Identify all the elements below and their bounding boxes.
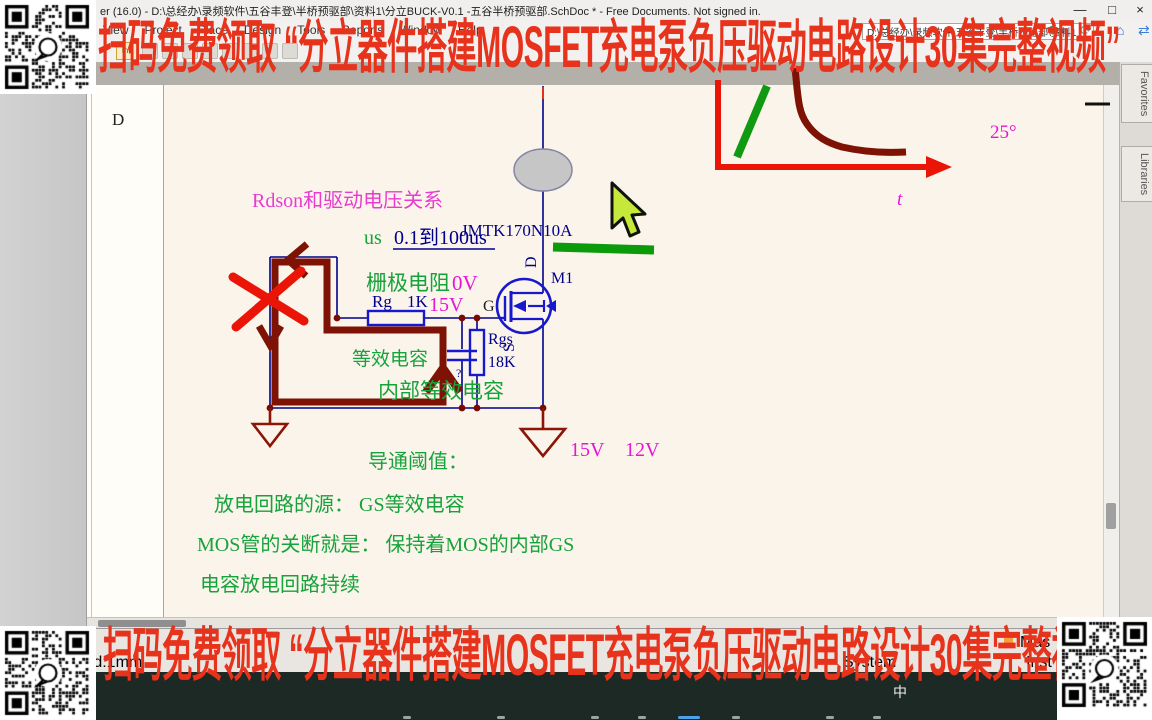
left-gray-panel [0, 85, 87, 628]
v0-label: 0V [452, 271, 478, 295]
qr-code-bottom-right [1057, 617, 1152, 720]
refresh-secondary-icon[interactable]: ⟳ [1080, 22, 1092, 38]
promo-overlay-top: 扫码免费领取 “分立器件搭建MOSFET充电泵负压驱动电路设计30集完整视频” [98, 15, 1120, 80]
mos-off-note: MOS管的关断就是： 保持着MOS的内部GS [197, 533, 574, 556]
vertical-scrollbar-thumb[interactable] [1106, 503, 1116, 529]
loop-arrow-up-icon [422, 361, 464, 395]
menu-window[interactable]: Window [399, 23, 442, 37]
taskbar-running-indicator [591, 716, 599, 719]
horizontal-scrollbar[interactable] [87, 617, 1103, 629]
schematic-canvas[interactable] [164, 85, 1103, 617]
status-bar [0, 628, 1152, 673]
graph-time-label: t [897, 189, 903, 210]
svg-text:Rgs: Rgs [488, 331, 513, 348]
resistor-rg[interactable]: Rg 1K [366, 292, 429, 327]
ground-symbols[interactable] [250, 408, 568, 459]
taskbar-running-indicator [403, 716, 411, 719]
toolbar-icon[interactable] [142, 43, 158, 59]
us-range-label: 0.1到100us [394, 226, 487, 249]
discharge-source-note: 放电回路的源： GS等效电容 [214, 493, 465, 516]
svg-text:1K: 1K [407, 292, 429, 311]
windows-taskbar: ♪MMXW▶ [0, 672, 1152, 720]
panel-tab-libraries[interactable]: Libraries [1121, 146, 1152, 203]
mask-level-icon[interactable] [1004, 636, 1013, 645]
qr-code-bottom-left [0, 626, 96, 720]
toolbar-icon[interactable] [282, 43, 298, 59]
menu-reports[interactable]: Reports [341, 23, 384, 37]
internal-cap-note: 内部等效电容 [378, 379, 504, 403]
svg-text:?: ? [456, 366, 461, 380]
resistor-rgs[interactable]: Rgs 18K [468, 328, 516, 377]
close-button[interactable]: × [1136, 2, 1144, 17]
toolbar-icon[interactable] [162, 43, 178, 59]
drain-pin-label: D [523, 256, 540, 268]
designator-label[interactable]: M1 [551, 270, 573, 287]
us-label: us [364, 227, 382, 249]
vertical-scrollbar[interactable] [1103, 85, 1120, 617]
toolbar-icon[interactable] [222, 43, 238, 59]
inv-toolbar-icon[interactable]: Inv [116, 42, 138, 60]
window-title: er (16.0) - D:\总经办\录频软件\五谷丰登\半桥预驱部\资料1\分… [100, 6, 761, 18]
mosfet-m1[interactable] [495, 277, 556, 335]
source-pin-label: S [501, 343, 518, 352]
instruments-panel-button[interactable]: Inst [1026, 654, 1052, 671]
menu-design[interactable]: Design [243, 23, 282, 37]
threshold-note: 导通阈值： [368, 450, 468, 473]
swap-icon[interactable]: ⇄ [1138, 22, 1150, 38]
taskbar-running-indicator [826, 716, 834, 719]
toolbar-icon[interactable] [242, 43, 258, 59]
equivalent-cap-note: 等效电容 [352, 348, 428, 370]
promo-overlay-bottom: 扫码免费领取 “分立器件搭建MOSFET充电泵负压驱动电路设计30集完整视频” [103, 623, 1125, 688]
toolbar-icon[interactable] [262, 43, 278, 59]
document-path-combobox[interactable]: D:\总经办\录频软件\五谷丰登\半桥预驱部\资料1 [862, 23, 1094, 40]
taskbar-running-indicator [497, 716, 505, 719]
v12-supply-label: 12V [625, 439, 660, 461]
v15-gate-label: 15V [429, 294, 464, 316]
panel-tab-favorites[interactable]: Favorites [1121, 64, 1152, 124]
rdson-temperature-graph: 25° t [715, 67, 1017, 210]
home-icon[interactable]: ⌂ [1116, 22, 1125, 38]
menu-view[interactable]: View [102, 23, 129, 37]
axis-arrow-icon [926, 156, 952, 178]
combobox-arrow-icon[interactable]: ▾ [1060, 25, 1065, 35]
restore-button[interactable]: □ [1108, 2, 1116, 17]
sheet-zone-label: D [112, 110, 125, 129]
refresh-icon[interactable]: ⟳ [1048, 22, 1060, 38]
green-highlight-line [552, 242, 655, 255]
taskbar-running-indicator [638, 716, 646, 719]
toolbar-icon[interactable] [202, 43, 218, 59]
taskbar-running-indicator [873, 716, 881, 719]
menu-place[interactable]: Place [197, 23, 228, 37]
toolbar-icon[interactable] [182, 43, 198, 59]
gate-resistor-note: 栅极电阻 [366, 271, 450, 295]
mask-level-button[interactable]: Mas [1020, 634, 1051, 651]
svg-text:18K: 18K [488, 354, 516, 371]
red-x-annotation [228, 266, 309, 332]
ime-indicator[interactable]: 中 [893, 684, 907, 700]
gate-pin-label: G [483, 298, 495, 315]
covered-component-ellipse[interactable] [513, 148, 573, 192]
horizontal-scrollbar-thumb[interactable] [98, 620, 186, 627]
part-number-label[interactable]: JMTK170N10A [461, 221, 573, 240]
svg-text:Rg: Rg [372, 292, 392, 311]
v15-supply-label: 15V [570, 439, 605, 461]
system-panel-button[interactable]: System [843, 654, 897, 671]
sheet-border-strip [87, 85, 164, 628]
capacitor-equivalent[interactable]: ? [447, 349, 477, 380]
taskbar-active-indicator [678, 716, 700, 719]
qr-code-top-left [0, 0, 96, 94]
wires[interactable] [269, 86, 544, 409]
menu-tools[interactable]: Tools [297, 23, 326, 37]
minimize-button[interactable]: — [1073, 2, 1087, 17]
discharge-continue-note: 电容放电回路持续 [200, 573, 360, 596]
graph-temp-label: 25° [990, 122, 1017, 143]
loop-arrow-down-icon [255, 324, 285, 352]
menu-project[interactable]: Project [144, 23, 182, 37]
menu-help[interactable]: Help [457, 23, 483, 37]
taskbar-running-indicator [732, 716, 740, 719]
rdson-note: Rdson和驱动电压关系 [252, 189, 443, 212]
title-bar: er (16.0) - D:\总经办\录频软件\五谷丰登\半桥预驱部\资料1\分… [0, 0, 1152, 21]
